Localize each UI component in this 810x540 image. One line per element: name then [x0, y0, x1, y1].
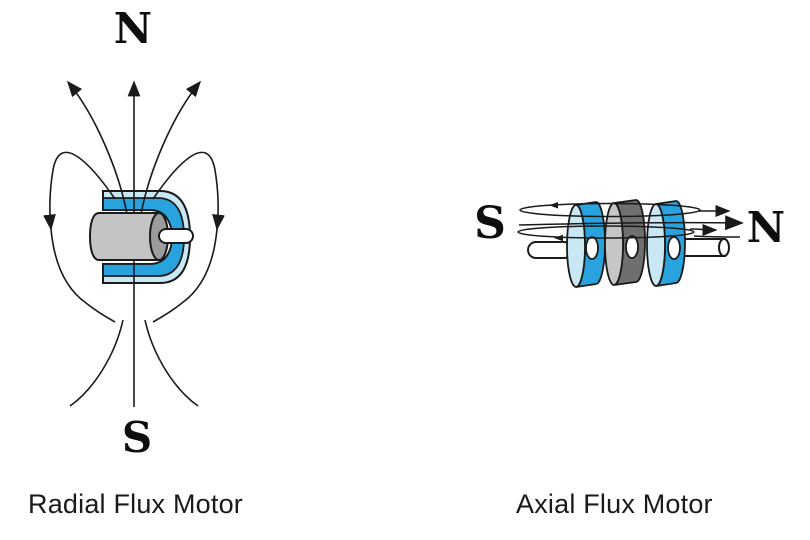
- radial-pole-north-label: N: [114, 4, 152, 53]
- field-loop-left-lower: [50, 228, 116, 323]
- axial-disk-middle-hub: [625, 235, 639, 259]
- radial-caption: Radial Flux Motor: [28, 489, 243, 519]
- radial-pole-south-label: S: [122, 413, 152, 462]
- axial-disk-right-hub: [667, 236, 681, 260]
- radial-stator-shell-inner: [102, 197, 185, 277]
- axial-arrow-left-bottom: [554, 234, 563, 242]
- axial-arrow-left-top: [549, 202, 558, 209]
- axial-field-line-right-return: [693, 235, 741, 238]
- axial-field-loop-top: [519, 202, 701, 218]
- field-loop-right-upper: [152, 151, 225, 231]
- radial-shaft: [158, 228, 194, 244]
- field-line-lower-right: [144, 319, 199, 407]
- axial-field-line-main: [518, 215, 744, 231]
- field-line-upper-left: [66, 80, 128, 215]
- field-line-lower-left: [69, 319, 124, 407]
- axial-pole-south-label: S: [474, 198, 506, 249]
- axial-caption: Axial Flux Motor: [516, 489, 713, 519]
- radial-flux-diagram: N S: [43, 4, 225, 462]
- axial-flux-diagram: S N: [474, 198, 785, 288]
- field-loop-left-upper: [43, 151, 116, 231]
- axial-disk-left-face: [566, 204, 586, 288]
- radial-field-lines: [43, 80, 225, 407]
- axial-field-loop-bottom: [517, 225, 695, 239]
- field-loop-right-lower: [152, 228, 218, 323]
- axial-disk-middle-face: [604, 202, 624, 286]
- axial-disk-left-hub: [585, 236, 599, 260]
- radial-rotor-cylinder: [88, 212, 161, 261]
- axial-disk-left: [566, 201, 606, 288]
- axial-shaft-endcap: [718, 238, 730, 257]
- axial-pole-north-label: N: [747, 203, 785, 252]
- axial-field-lines: [517, 202, 744, 242]
- axial-disk-middle: [604, 199, 646, 286]
- axial-field-line-right-lower: [689, 223, 718, 236]
- axial-shaft-left: [527, 241, 573, 259]
- field-line-upper-right: [140, 80, 202, 215]
